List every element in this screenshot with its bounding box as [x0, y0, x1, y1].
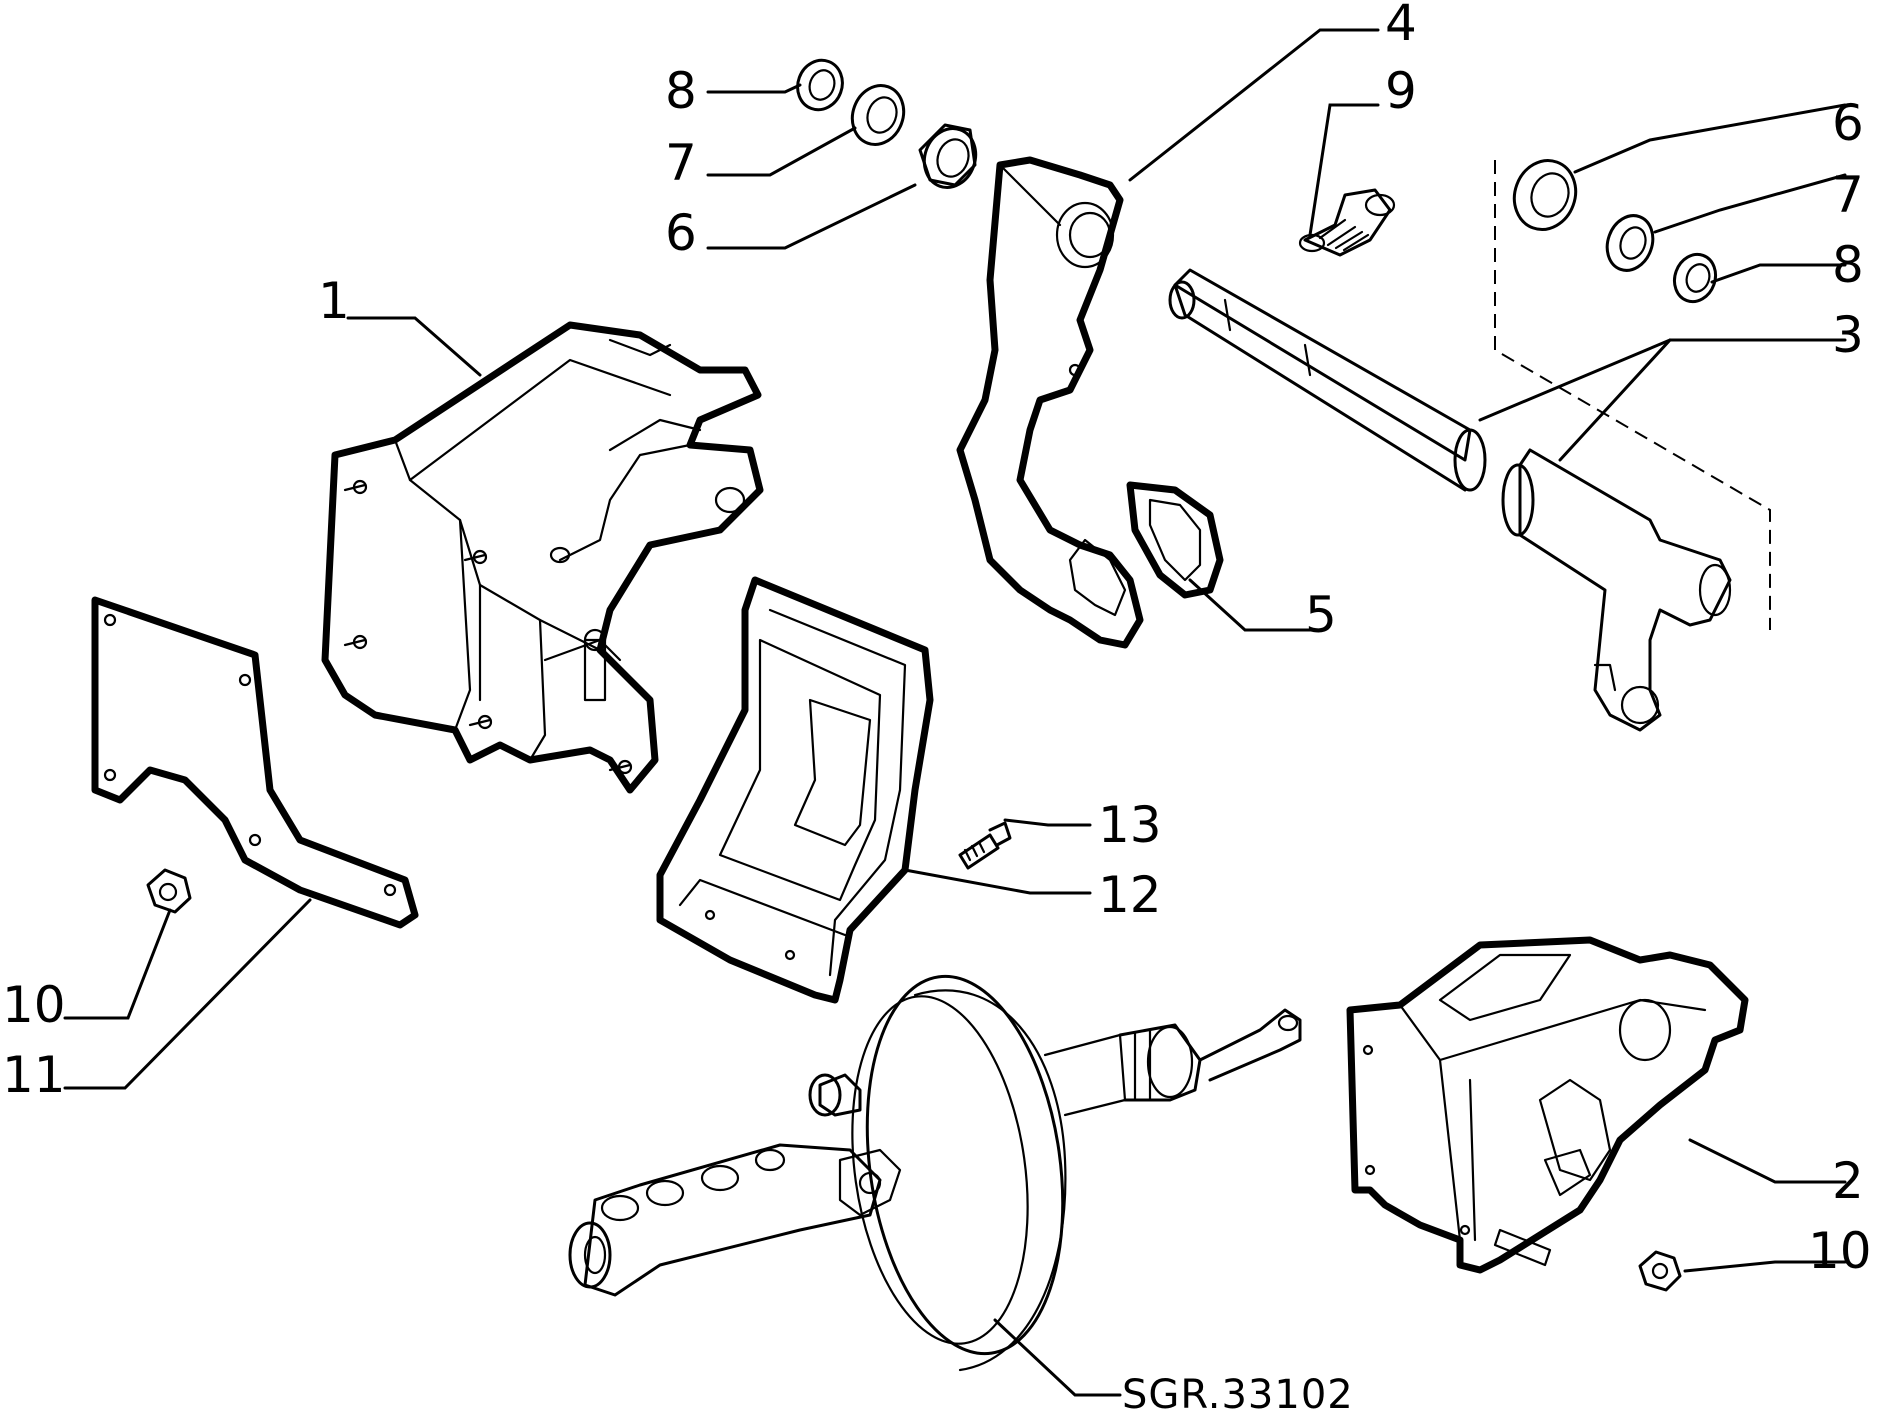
nut-part-10-right	[1638, 1250, 1682, 1292]
callout-9: 9	[1385, 62, 1417, 120]
callout-6-left: 6	[665, 204, 697, 262]
bushing-part-6-left	[918, 123, 978, 189]
callout-10-left: 10	[2, 976, 66, 1034]
callout-2: 2	[1832, 1152, 1864, 1210]
callout-12: 12	[1098, 866, 1162, 924]
callout-5: 5	[1305, 586, 1337, 644]
brake-pedal-part-4	[956, 156, 1144, 649]
circlip-part-8-left	[796, 58, 844, 112]
callout-8-left: 8	[665, 62, 697, 120]
callout-3: 3	[1832, 306, 1864, 364]
pedal-pad-part-5	[1126, 481, 1224, 599]
gasket-plate-part-11	[91, 596, 419, 929]
spring-part-9	[1298, 188, 1396, 257]
callout-13: 13	[1098, 796, 1162, 854]
screw-part-13	[958, 821, 1012, 870]
nut-part-10-left	[146, 868, 192, 914]
callout-11: 11	[2, 1046, 66, 1104]
callout-7-right: 7	[1832, 166, 1864, 224]
callout-1: 1	[318, 272, 350, 330]
brake-booster-assembly	[568, 974, 1302, 1372]
washer-part-7-left	[850, 84, 906, 146]
callout-10-right: 10	[1808, 1222, 1872, 1280]
callout-4: 4	[1385, 0, 1417, 52]
circlip-part-8-right	[1672, 252, 1718, 304]
drawing-reference-code: SGR.33102	[1122, 1372, 1354, 1418]
pedal-support-bracket-part-1	[321, 321, 764, 794]
bushing-part-6-right	[1512, 159, 1578, 231]
guard-cover-part-12	[656, 576, 934, 1004]
callout-7-left: 7	[665, 134, 697, 192]
leader-lines	[63, 28, 1847, 1397]
callout-6-right: 6	[1832, 94, 1864, 152]
callout-8-right: 8	[1832, 236, 1864, 294]
washer-part-7-right	[1605, 214, 1655, 272]
pedal-shaft-part-3	[1168, 160, 1771, 732]
right-support-bracket-part-2	[1346, 936, 1749, 1274]
